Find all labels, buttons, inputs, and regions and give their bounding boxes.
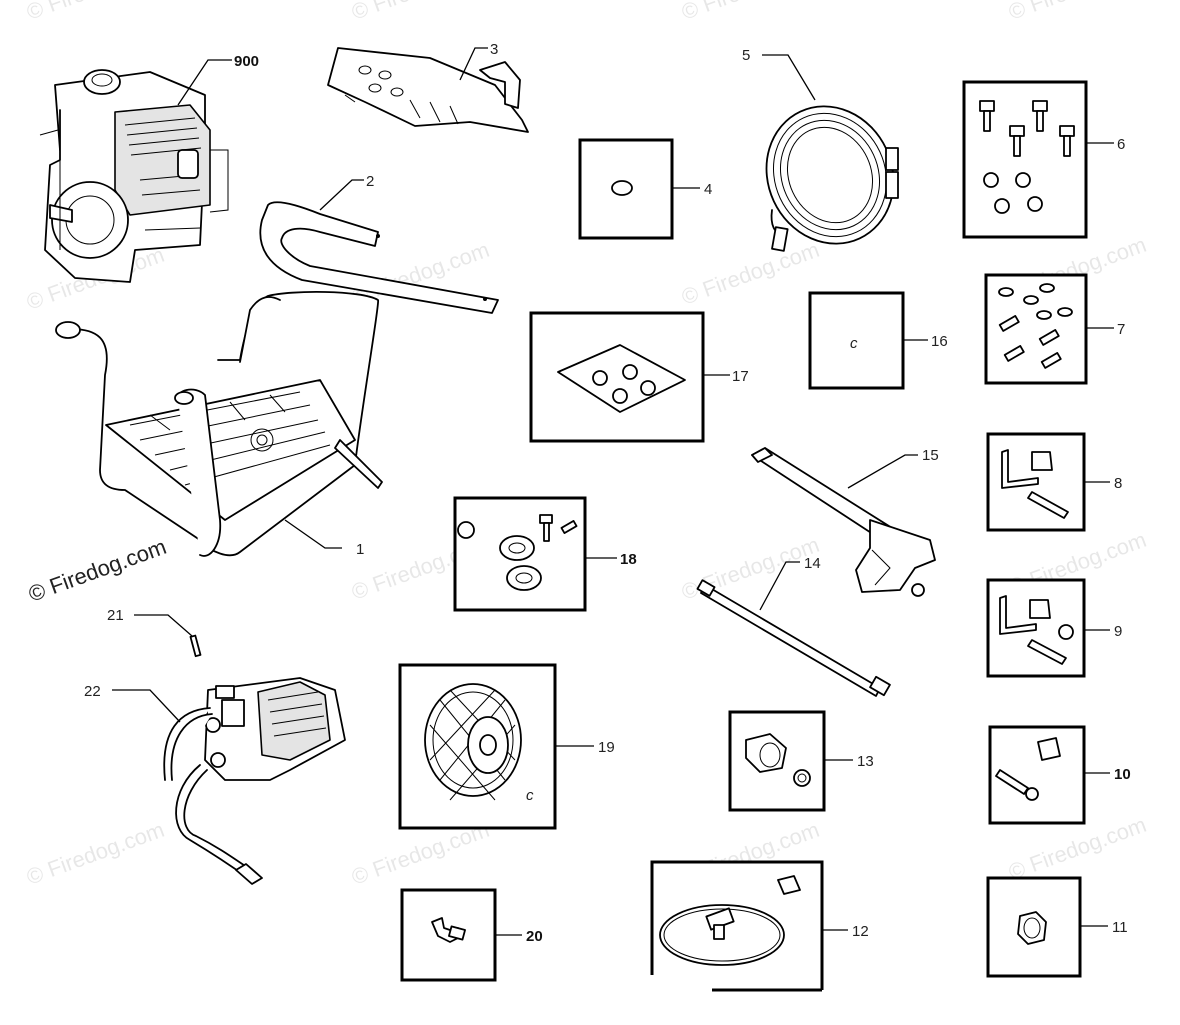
watermark: © Firedog.com [678, 237, 822, 310]
callout-14: 14 [804, 555, 821, 572]
copyright-text: © Firedog.com [25, 534, 169, 607]
watermark: © Firedog.com [23, 0, 167, 25]
callout-5: 5 [742, 47, 750, 64]
nozzle-bag-illustration [557, 344, 686, 413]
pin-illustration [189, 634, 202, 658]
leader-line [459, 47, 488, 81]
watermark: © Firedog.com [23, 817, 167, 890]
callout-18: 18 [620, 551, 637, 568]
callout-10: 10 [1114, 766, 1131, 783]
adapter-illustration [1017, 911, 1047, 945]
fitting-9-illustration [999, 595, 1074, 665]
callout-19: 19 [598, 739, 615, 756]
watermark: © Firedog.com [678, 0, 822, 25]
callout-20: 20 [526, 928, 543, 945]
frame-illustration [55, 291, 383, 557]
bracket-illustration [327, 47, 529, 133]
callout-9: 9 [1114, 623, 1122, 640]
fitting-8-illustration [1001, 449, 1069, 519]
belt-illustration [659, 875, 801, 966]
callout-16: 16 [931, 333, 948, 350]
callout-13: 13 [857, 753, 874, 770]
callout-15: 15 [922, 447, 939, 464]
watermark: © Firedog.com [1005, 0, 1149, 25]
part-box-16 [808, 291, 905, 390]
callout-12: 12 [852, 923, 869, 940]
callout-1: 1 [356, 541, 364, 558]
plug-illustration [611, 180, 633, 196]
leader-line [759, 561, 800, 611]
callout-7: 7 [1117, 321, 1125, 338]
leader-line [112, 689, 181, 723]
watermark: © Firedog.com [678, 532, 822, 605]
callout-4: 4 [704, 181, 712, 198]
bolt-cap-illustration [995, 737, 1061, 801]
callout-17: 17 [732, 368, 749, 385]
hose-illustration [765, 105, 899, 252]
spray-gun-illustration [751, 447, 936, 597]
pump-illustration [163, 677, 346, 885]
callout-8: 8 [1114, 475, 1122, 492]
leader-line [134, 614, 193, 637]
leader-line [177, 59, 232, 106]
callout-6: 6 [1117, 136, 1125, 153]
watermark: © Firedog.com [348, 0, 492, 25]
leader-line [762, 54, 816, 101]
washers-screws-illustration [998, 283, 1073, 369]
callout-900: 900 [234, 53, 259, 70]
leader-line [284, 519, 342, 549]
axle-kit-illustration [457, 514, 578, 591]
callout-11: 11 [1112, 919, 1128, 936]
callout-2: 2 [366, 173, 374, 190]
callout-21: 21 [107, 607, 124, 624]
wand-illustration [696, 579, 891, 697]
leader-line [847, 454, 918, 489]
clip-illustration: c [850, 335, 858, 352]
bolts-nuts-illustration [979, 100, 1075, 214]
leader-line [319, 179, 364, 211]
coupler-illustration [745, 733, 811, 787]
bar-illustration [259, 201, 499, 314]
callout-22: 22 [84, 683, 101, 700]
wheel-illustration: c [424, 683, 534, 804]
callout-3: 3 [490, 41, 498, 58]
valve-20-illustration [431, 917, 466, 943]
engine-illustration [39, 69, 229, 283]
svg-text:c: c [526, 787, 534, 804]
